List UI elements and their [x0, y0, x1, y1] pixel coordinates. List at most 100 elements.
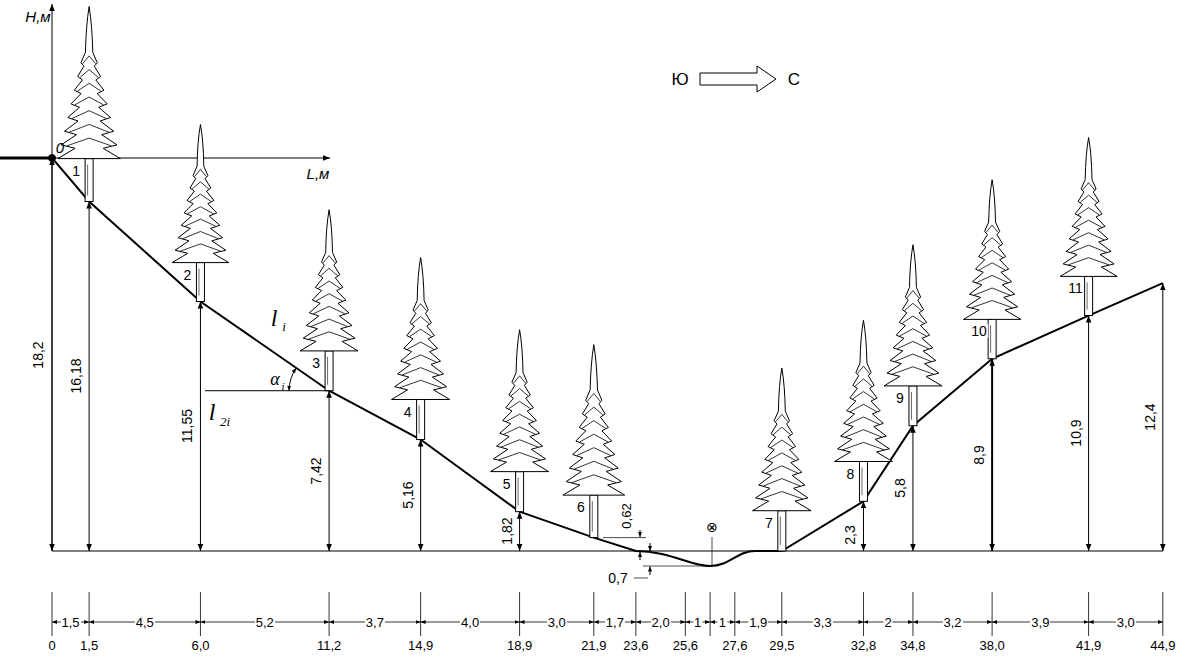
tree-branch	[318, 281, 340, 288]
tree-branch	[192, 182, 209, 189]
extension-line	[603, 537, 646, 538]
direction-arrow	[700, 66, 776, 92]
tree-trunk	[778, 511, 786, 551]
tree-crown	[392, 258, 450, 400]
tree-branch	[577, 448, 611, 456]
dimension-label: 5,16	[401, 481, 415, 510]
tree-branch	[900, 329, 927, 336]
tree-branch	[1083, 183, 1095, 190]
tree-trunk	[988, 319, 996, 358]
trunk-line	[1087, 282, 1088, 309]
tree-branch	[1071, 245, 1107, 252]
tree-branch	[979, 263, 1006, 270]
tree-branch	[972, 301, 1013, 308]
callout-number: 4	[403, 405, 413, 419]
dimension-label: 8,9	[972, 444, 986, 465]
tree-branch	[902, 316, 924, 323]
dimension-label: 32,8	[850, 639, 877, 652]
tree-branch	[323, 256, 335, 263]
tree-branch	[984, 238, 1001, 245]
baseline	[52, 551, 1163, 552]
dimension-tick	[1162, 592, 1163, 636]
tree-branch	[582, 421, 605, 429]
height-arrow	[991, 359, 993, 551]
tree-branch	[402, 368, 439, 375]
tree-branch	[1080, 195, 1097, 202]
tree-branch	[768, 453, 795, 461]
formula-symbol: 2i	[219, 415, 231, 428]
tree-crown	[884, 245, 942, 386]
callout-number: 3	[311, 356, 321, 370]
dimension-tick	[420, 592, 421, 636]
tree-trunk	[325, 351, 333, 391]
dimension-tick	[992, 592, 993, 636]
tree-crown	[58, 7, 120, 159]
h-axis	[52, 4, 53, 551]
callout-number: 2	[183, 268, 193, 282]
dimension-tick	[89, 592, 90, 636]
axis-label: H,м	[24, 9, 51, 24]
tree-branch	[183, 232, 219, 239]
dimension-label: 3,7	[365, 616, 385, 629]
tree-branch	[75, 97, 104, 105]
trunk-line	[592, 501, 593, 531]
tree-branch	[77, 83, 101, 91]
tree-branch	[976, 275, 1007, 282]
dimension-label: 3,3	[813, 616, 833, 629]
angle-arc	[289, 368, 296, 391]
dimension-label: 25,6	[672, 639, 699, 652]
dimension-label: 23,6	[622, 639, 649, 652]
dimension-label: 4,5	[135, 616, 155, 629]
tree-branch	[904, 303, 921, 310]
tree-crown	[835, 320, 893, 461]
callout-number: 9	[895, 391, 905, 405]
trunk-line	[327, 357, 328, 385]
tree-branch	[400, 380, 442, 387]
trunk-line	[911, 392, 912, 420]
direction-label: С	[787, 71, 801, 88]
dimension-label: 5,8	[893, 478, 907, 499]
tree-branch	[1078, 208, 1100, 215]
tree-branch	[848, 417, 880, 424]
tree-trunk	[417, 400, 425, 440]
tree-branch	[981, 250, 1003, 257]
tree-branch	[897, 341, 929, 348]
tree-branch	[509, 401, 531, 408]
tree-branch	[850, 404, 877, 411]
dimension-label: 3,0	[547, 616, 567, 629]
tree-branch	[907, 291, 919, 298]
direction-label: Ю	[670, 71, 689, 88]
callout-number: 7	[764, 516, 774, 530]
tree-branch	[895, 354, 932, 361]
tree-branch	[857, 366, 869, 373]
tree-crown	[172, 125, 229, 263]
formula-symbol: l	[270, 306, 279, 330]
trunk-line	[419, 406, 420, 434]
trunk-line	[780, 517, 781, 545]
tree-branch	[501, 440, 538, 447]
dimension-tick	[710, 592, 711, 636]
extension-line	[643, 566, 712, 567]
dimension-label: 21,9	[580, 639, 607, 652]
terrain-profile	[52, 158, 1163, 566]
callout-number: 11	[1067, 281, 1084, 295]
tree-branch	[771, 440, 793, 447]
trunk-line	[518, 478, 519, 506]
dimension-label: 1,5	[79, 639, 99, 652]
dimension-label: 6,0	[190, 639, 210, 652]
tree-branch	[187, 207, 213, 214]
tree-branch	[580, 434, 609, 442]
dimension-label: 38,0	[978, 639, 1005, 652]
tree-branch	[190, 194, 212, 201]
tree-branch	[845, 430, 882, 437]
tree-branch	[185, 219, 216, 226]
dimension-tick	[863, 592, 864, 636]
tree-branch	[763, 479, 800, 486]
dimension-label: 41,9	[1075, 639, 1102, 652]
dimension-label: 4,0	[460, 616, 480, 629]
dimension-label: 3,2	[942, 616, 962, 629]
tree-crown	[964, 180, 1021, 320]
callout-number: 1	[71, 164, 81, 178]
dimension-tick	[329, 592, 330, 636]
